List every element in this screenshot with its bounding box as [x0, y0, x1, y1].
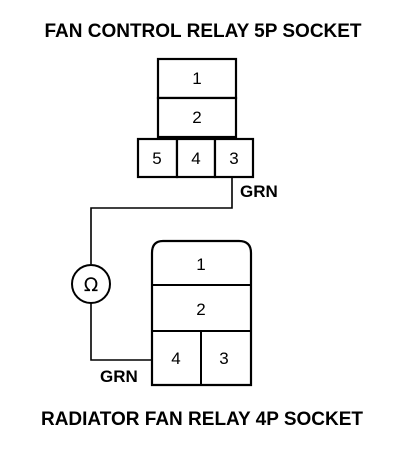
wire-color-label-bottom: GRN — [100, 367, 138, 386]
bottom-title: RADIATOR FAN RELAY 4P SOCKET — [41, 409, 363, 430]
ohmmeter-circle — [71, 264, 111, 304]
fcr-pin-5-cell — [136, 137, 179, 179]
wire-color-label-top: GRN — [240, 182, 278, 201]
radiator-fan-relay-socket: 1 2 4 3 — [150, 239, 253, 387]
fcr-pin-1-label: 1 — [192, 69, 201, 88]
fcr-pin-2-cell — [156, 96, 238, 139]
fan-control-relay-socket: 1 2 5 4 3 — [136, 57, 255, 179]
rfr-pin-4-label: 4 — [171, 349, 180, 368]
top-title: FAN CONTROL RELAY 5P SOCKET — [44, 21, 361, 42]
rfr-socket-outline — [150, 239, 253, 387]
rfr-pin-1-label: 1 — [196, 255, 205, 274]
grn-wire-top — [90, 177, 233, 264]
rfr-pin-2-label: 2 — [196, 300, 205, 319]
fcr-pin-3-cell — [213, 137, 255, 179]
rfr-pin-3-label: 3 — [219, 349, 228, 368]
fcr-pin-3-label: 3 — [229, 149, 238, 168]
fcr-pin-4-label: 4 — [191, 149, 200, 168]
ohm-symbol: Ω — [84, 274, 99, 296]
fcr-pin-2-label: 2 — [192, 108, 201, 127]
grn-wire-bottom — [90, 303, 152, 361]
fcr-pin-5-label: 5 — [152, 149, 161, 168]
ohmmeter-icon: Ω — [71, 264, 111, 304]
